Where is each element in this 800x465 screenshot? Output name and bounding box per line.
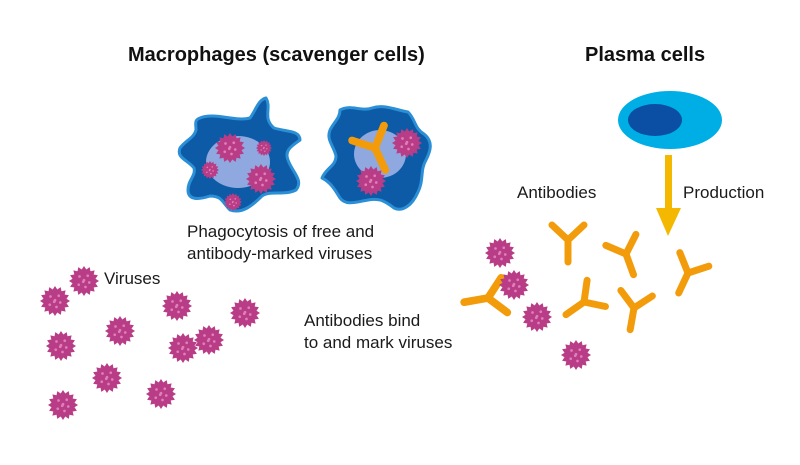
virus-icon xyxy=(215,133,245,163)
antibody-icon xyxy=(617,286,656,334)
antibodies-bind-line-2: to and mark viruses xyxy=(304,333,453,352)
macrophages-title: Macrophages (scavenger cells) xyxy=(128,44,425,66)
antibody-icon xyxy=(460,273,512,317)
virus-icon xyxy=(392,128,422,158)
virus-icon xyxy=(162,291,192,321)
plasma-cell-icon xyxy=(618,91,722,149)
virus-icon xyxy=(499,270,529,300)
virus-icon xyxy=(92,363,122,393)
virus-icon xyxy=(194,325,224,355)
virus-icon xyxy=(561,340,591,370)
virus-icon xyxy=(224,193,242,211)
antibody-icon xyxy=(602,230,640,279)
viruses-label: Viruses xyxy=(104,269,161,288)
virus-icon xyxy=(485,238,515,268)
antibody-icon xyxy=(562,276,609,319)
antibodies-bind-line-1: Antibodies bind xyxy=(304,311,421,330)
phagocytosis-label-line-1: Phagocytosis of free and xyxy=(187,222,375,241)
virus-icon xyxy=(356,166,386,196)
virus-icon xyxy=(522,302,552,332)
phagocytosis-label: Phagocytosis of free and antibody-marked… xyxy=(187,221,374,265)
virus-icon xyxy=(48,390,78,420)
virus-icon xyxy=(40,286,70,316)
plasma-cells-title: Plasma cells xyxy=(585,44,706,66)
production-label: Production xyxy=(683,183,765,202)
phagocytosis-label-line-2: antibody-marked viruses xyxy=(187,244,373,263)
virus-icon xyxy=(230,298,260,328)
arrow-down-icon xyxy=(656,155,681,236)
virus-icon xyxy=(246,164,276,194)
antibodies-bind-label: Antibodies bind to and mark viruses xyxy=(304,310,452,354)
antibody-icon xyxy=(348,121,390,174)
antibody-icon xyxy=(675,249,713,297)
virus-icon xyxy=(69,266,99,296)
antibody-icon xyxy=(548,221,588,266)
virus-icon xyxy=(256,140,272,156)
virus-icon xyxy=(168,333,198,363)
virus-icon xyxy=(146,379,176,409)
virus-icon xyxy=(46,331,76,361)
virus-icon xyxy=(105,316,135,346)
virus-icon xyxy=(201,161,219,179)
antibodies-label: Antibodies xyxy=(517,183,597,202)
